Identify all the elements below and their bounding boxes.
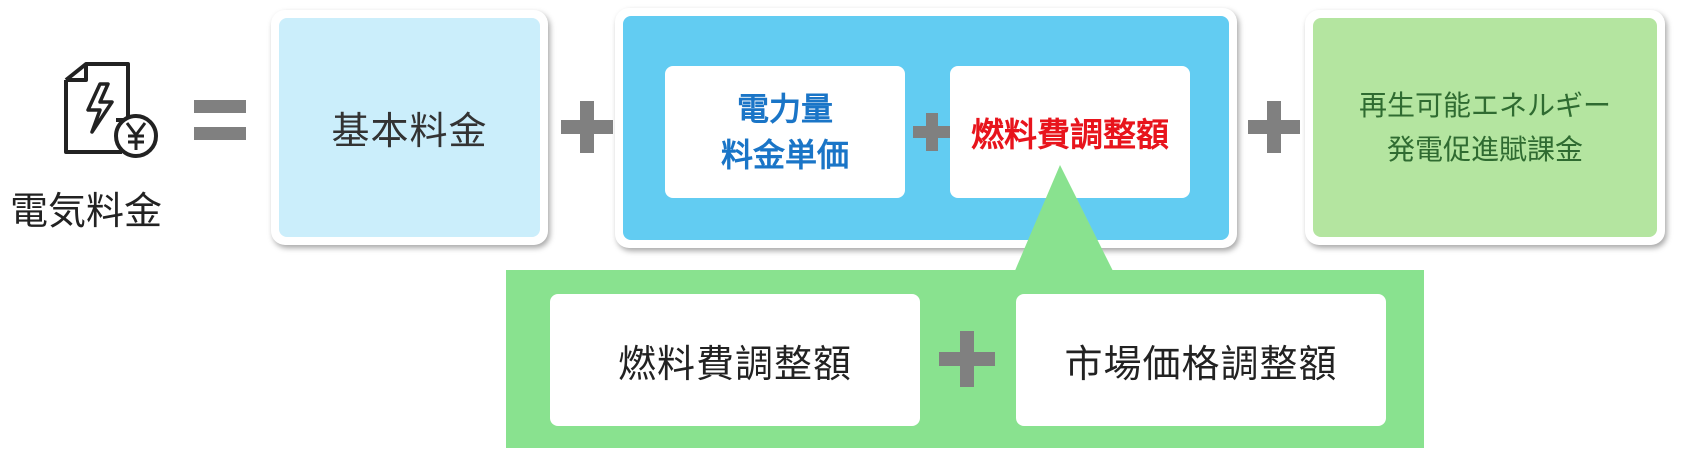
breakdown-market-box: 市場価格調整額 [1016, 294, 1386, 426]
breakdown-fuel-label: 燃料費調整額 [617, 341, 852, 386]
electricity-fee-label: 電気料金 [10, 189, 163, 233]
basic-fee-label: 基本料金 [331, 109, 488, 153]
callout-pointer [1014, 165, 1114, 273]
breakdown-market-label: 市場価格調整額 [1064, 341, 1338, 386]
plus-icon [561, 101, 613, 153]
breakdown-fuel-box: 燃料費調整額 [550, 294, 920, 426]
plus-icon [913, 113, 951, 151]
renewable-levy-card: 再生可能エネルギー 発電促進賦課金 [1305, 10, 1665, 245]
energy-charge-card: 電力量 料金単価 燃料費調整額 [615, 8, 1237, 248]
fuel-adjustment-breakdown: 燃料費調整額 市場価格調整額 [506, 270, 1424, 448]
fuel-adjustment-box: 燃料費調整額 [950, 66, 1190, 198]
plus-icon [939, 331, 995, 387]
renewable-line2: 発電促進賦課金 [1386, 132, 1583, 166]
plus-icon [1248, 101, 1300, 153]
electric-bill-icon [56, 60, 166, 160]
renewable-line1: 再生可能エネルギー [1358, 88, 1611, 122]
basic-fee-card: 基本料金 [271, 10, 548, 245]
fuel-adjustment-label: 燃料費調整額 [971, 115, 1169, 154]
unit-price-box: 電力量 料金単価 [665, 66, 905, 198]
unit-price-line1: 電力量 [736, 90, 833, 128]
unit-price-line2: 料金単価 [720, 136, 849, 174]
equals-icon [194, 100, 246, 140]
